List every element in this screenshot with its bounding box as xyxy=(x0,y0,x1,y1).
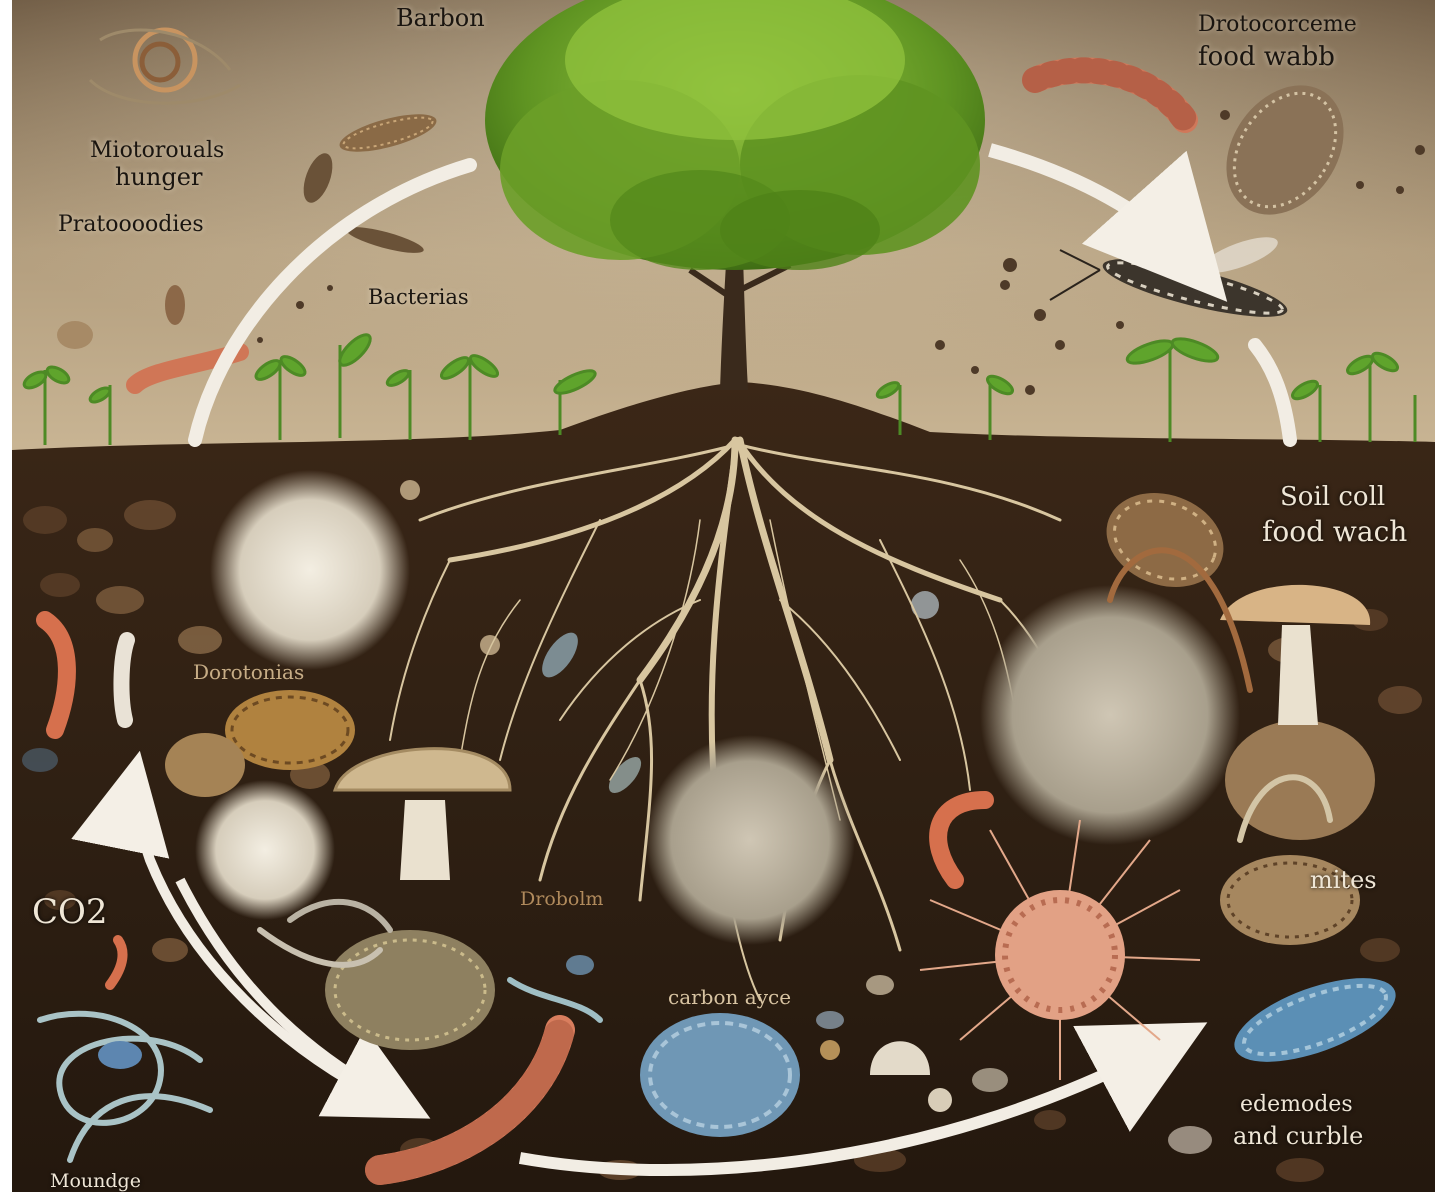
label-moundge: Moundge xyxy=(50,1170,141,1192)
label-drobolm: Drobolm xyxy=(520,888,603,910)
label-dorotoonias: Dorotonias xyxy=(193,660,304,684)
label-bacterias: Bacterias xyxy=(368,285,469,309)
label-drotocorceme: Drotocorceme xyxy=(1198,12,1357,37)
label-food-wach: food wach xyxy=(1262,515,1407,548)
label-nematodes: edemodes xyxy=(1240,1092,1353,1117)
label-co2: CO2 xyxy=(32,892,108,932)
label-and-curble: and curble xyxy=(1233,1122,1363,1150)
label-protoooodies: Pratoooodies xyxy=(58,212,204,237)
blue-organism-small xyxy=(98,1041,142,1069)
label-soil-coll: Soil coll xyxy=(1280,482,1385,512)
label-carbon-cycle: carbon ayce xyxy=(668,985,791,1009)
label-barbon: Barbon xyxy=(396,4,485,32)
label-food-wabb: food wabb xyxy=(1198,42,1335,72)
label-hunger: hunger xyxy=(115,163,202,191)
label-microtorouals: Miotorouals xyxy=(90,138,224,163)
label-mites: mites xyxy=(1310,866,1377,894)
left-margin xyxy=(0,0,12,1192)
